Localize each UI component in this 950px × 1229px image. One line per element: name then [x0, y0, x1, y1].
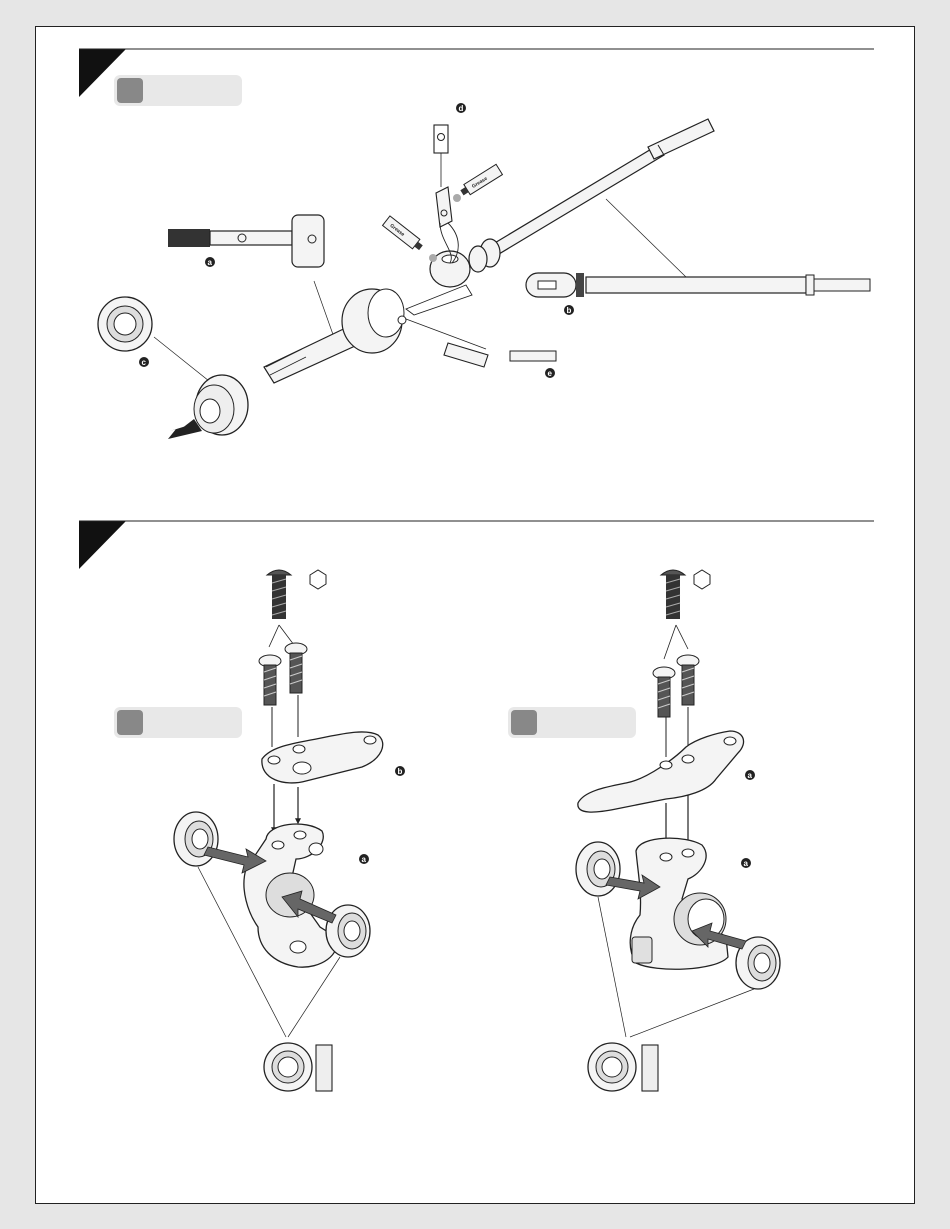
pin-e-leader: [406, 319, 486, 349]
stub-axle-a: [168, 215, 324, 267]
bearing-detail-left: [264, 1043, 332, 1091]
svg-text:a: a: [744, 859, 749, 868]
screw-detail-left: [267, 570, 291, 619]
svg-text:d: d: [459, 104, 464, 113]
pin-d-detail-box: [434, 125, 448, 153]
svg-text:c: c: [142, 358, 147, 367]
label-right-a1: a: [745, 770, 755, 780]
step2-right-label-badge: [511, 710, 537, 735]
bearing-right-1: [576, 842, 620, 896]
screw-right-2: [677, 655, 699, 705]
pin-e-detail-box: [510, 351, 556, 361]
step2-left-label-badge: [117, 710, 143, 735]
bearing-c: [194, 375, 248, 435]
step1-label-badge: [117, 78, 143, 103]
step2-header: [79, 521, 874, 738]
cross-pin-d: [429, 125, 461, 263]
screw-right-1: [653, 667, 675, 717]
axle-cup-assembly: [264, 289, 406, 383]
grease-drop: [453, 194, 461, 202]
screw-detail-right: [661, 570, 685, 619]
bearing-left-1: [174, 812, 218, 866]
label-c: c: [139, 357, 149, 367]
label-a: a: [205, 257, 215, 267]
svg-text:a: a: [208, 258, 213, 267]
bearing-c-detail: [98, 297, 152, 351]
cvd-joint-ball: [406, 251, 472, 315]
svg-text:a: a: [748, 771, 753, 780]
screw-leader: [664, 625, 688, 659]
manual-page: Grease Grease: [35, 26, 915, 1204]
svg-text:a: a: [362, 855, 367, 864]
assembly-drawing: Grease Grease: [36, 27, 916, 1205]
hex-size-icon: [310, 570, 326, 589]
screw-left-2: [285, 643, 307, 693]
bearing-detail-side: [642, 1045, 658, 1091]
grease-drop: [429, 254, 437, 262]
steering-arm-b: [262, 732, 383, 783]
callout-line-shaft: [606, 199, 686, 277]
bearing-detail-side: [316, 1045, 332, 1091]
cvd-axle-b: [526, 273, 870, 297]
step2-right-diagram: a a: [576, 570, 780, 1091]
callout-line-c: [154, 337, 214, 385]
label-left-b: b: [395, 766, 405, 776]
screw-left-1: [259, 655, 281, 705]
step1-diagram: Grease Grease: [98, 103, 870, 439]
bearing-detail-right: [588, 1043, 658, 1091]
steering-knuckle-right: [630, 838, 728, 969]
svg-text:e: e: [548, 369, 553, 378]
hex-size-icon: [694, 570, 710, 589]
step2-corner-marker: [79, 521, 126, 569]
pin-e: [444, 343, 556, 367]
label-right-a2: a: [741, 858, 751, 868]
long-driveshaft: [469, 119, 714, 272]
grease-tube-2: Grease: [383, 216, 425, 253]
bearing-left-2: [326, 905, 370, 957]
label-d: d: [456, 103, 466, 113]
label-b: b: [564, 305, 574, 315]
grease-tube-1: Grease: [459, 164, 503, 197]
svg-text:b: b: [567, 306, 572, 315]
steering-arm-right: [578, 731, 744, 812]
step1-header: [79, 49, 874, 106]
step2-left-diagram: b a: [174, 570, 405, 1091]
svg-text:b: b: [398, 767, 403, 776]
label-e: e: [545, 368, 555, 378]
label-left-a: a: [359, 854, 369, 864]
